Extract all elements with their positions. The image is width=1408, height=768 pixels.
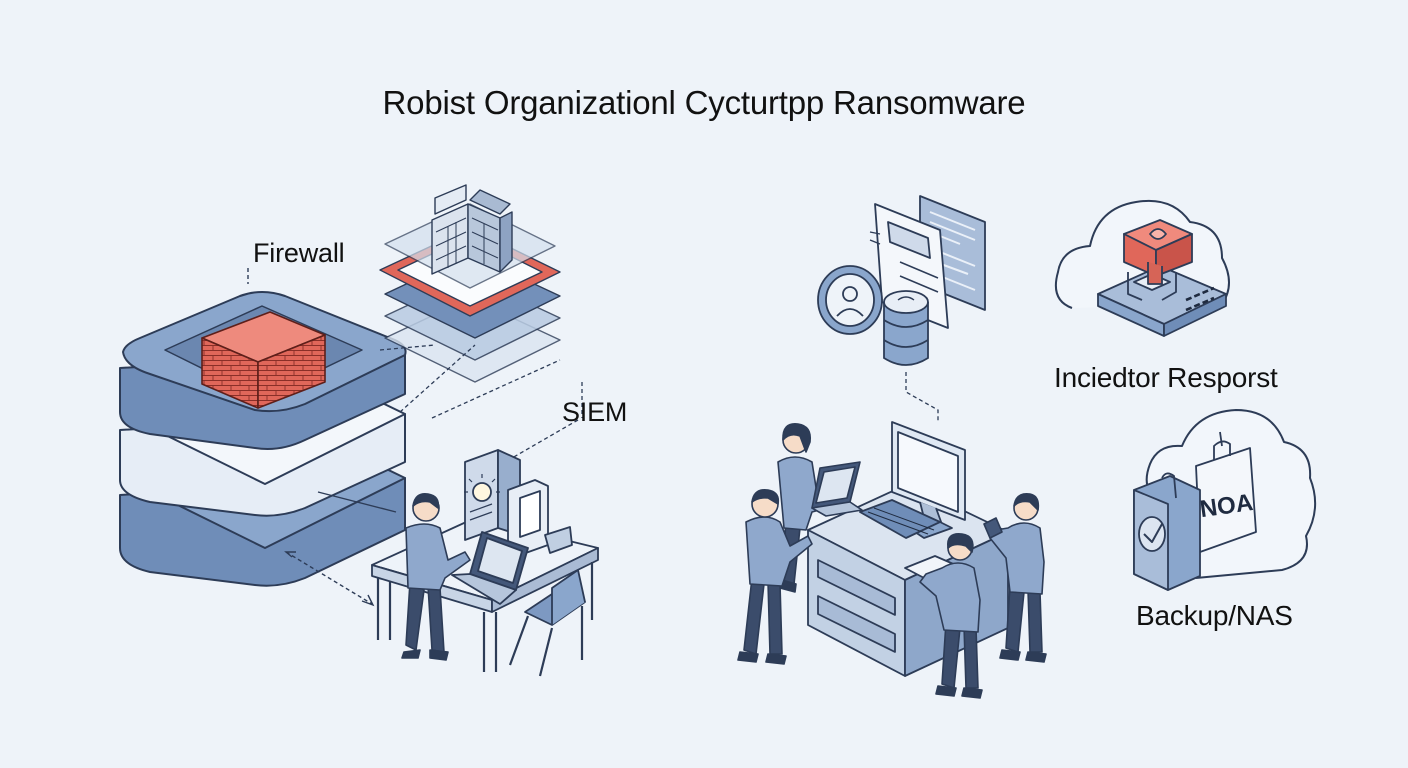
person-analyst-front	[919, 532, 983, 699]
center-workstation	[807, 421, 1009, 677]
database-icon	[883, 290, 929, 366]
lock-server-icon	[1097, 219, 1227, 337]
building-icon	[431, 184, 513, 275]
diagram-title: Robist Organizationl Cycturtpp Ransomwar…	[382, 84, 1026, 121]
siem-connectors	[379, 344, 583, 466]
brick-wall-icon	[201, 311, 326, 409]
person-analyst-seated	[777, 423, 863, 593]
backup-nas-label: Backup/NAS	[1136, 600, 1293, 631]
person-analyst-right	[983, 492, 1047, 663]
user-badge-icon	[817, 265, 883, 335]
person-engineer	[401, 492, 471, 661]
firewall-label: Firewall	[253, 238, 345, 268]
firewall-stack	[119, 291, 407, 587]
person-analyst-left	[737, 488, 813, 665]
incident-response-label: Inciedtor Resporst	[1054, 362, 1278, 393]
firewall-arrows	[247, 268, 397, 607]
db-connector	[905, 372, 939, 422]
backup-safe-icon	[1133, 472, 1201, 591]
siem-label: SIEM	[562, 397, 628, 427]
